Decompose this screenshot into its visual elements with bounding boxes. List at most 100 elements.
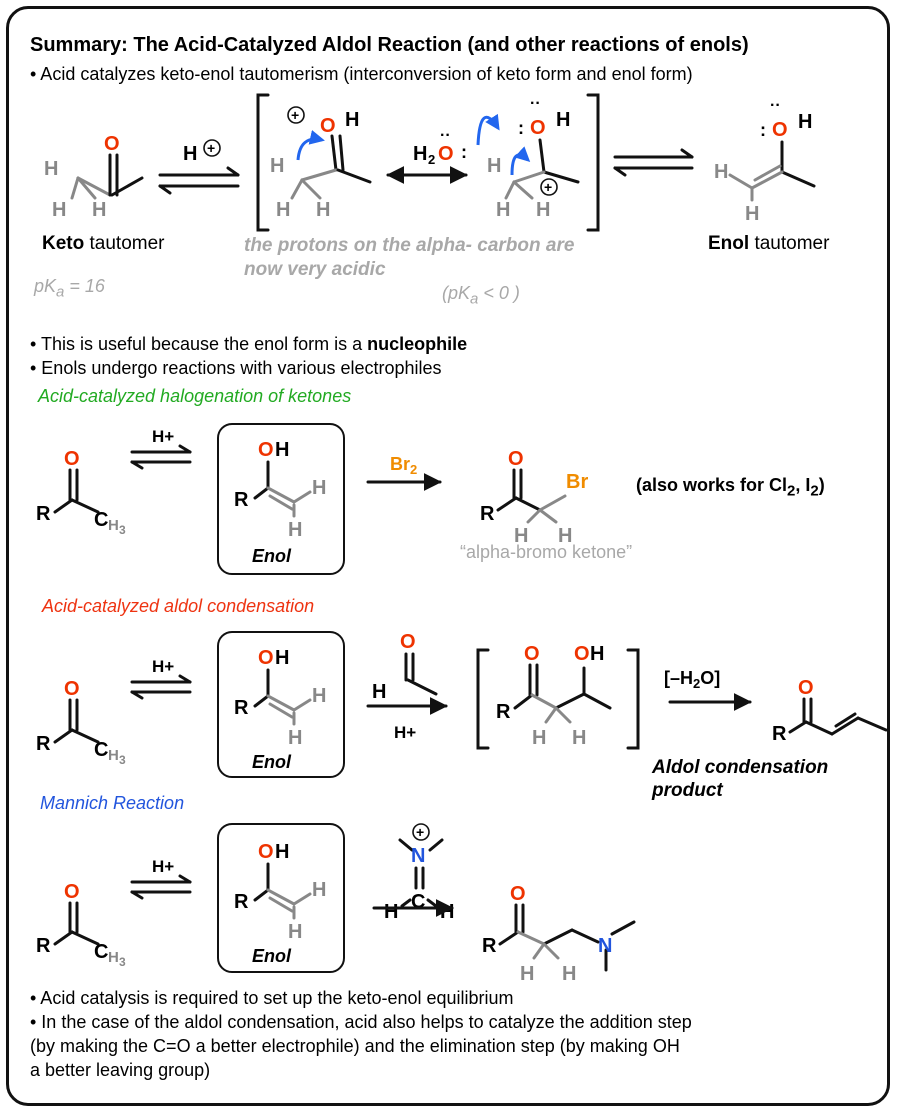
svg-text:O: O [258, 647, 274, 669]
svg-text:H: H [108, 949, 119, 966]
svg-text:H: H [276, 199, 290, 221]
h-plus-1: H+ [152, 427, 174, 446]
water-base: H 2 O ·· : [413, 113, 500, 167]
svg-text:O: O [530, 117, 546, 139]
svg-text:H: H [312, 685, 326, 707]
svg-text:O: O [64, 678, 80, 700]
equilibrium-arrow-5 [130, 874, 192, 900]
svg-text:H: H [345, 109, 359, 131]
svg-text:O: O [320, 115, 336, 137]
svg-text:H: H [92, 199, 106, 221]
bracket-left [256, 93, 270, 232]
svg-text:R: R [496, 701, 511, 723]
enol-label-3: Enol [252, 946, 292, 966]
enol-label-2: Enol [252, 752, 292, 772]
svg-text:H: H [288, 727, 302, 749]
svg-text:··: ·· [440, 127, 451, 144]
svg-text:H: H [312, 477, 326, 499]
svg-text::: : [461, 142, 467, 162]
svg-text:H: H [520, 963, 534, 985]
alpha-note-line2: now very acidic [244, 259, 386, 280]
svg-text:H: H [572, 727, 586, 749]
svg-text:H: H [590, 643, 604, 665]
minus-water: [–H2O] [664, 668, 720, 691]
mannich-product: O R N H H [482, 883, 636, 985]
svg-text:H: H [384, 901, 398, 923]
svg-text:O: O [524, 643, 540, 665]
svg-text:··: ·· [530, 95, 541, 112]
aldol-product-label1: Aldol condensation [652, 757, 829, 778]
svg-text:H: H [316, 199, 330, 221]
alpha-note-line1: the protons on the alpha- carbon are [244, 235, 575, 256]
bottom-bullet-4: a better leaving group) [30, 1060, 211, 1080]
svg-text:H: H [288, 921, 302, 943]
also-works-note: (also works for Cl2, I2) [636, 475, 825, 500]
svg-text:R: R [772, 723, 787, 745]
svg-text:N: N [598, 935, 612, 957]
enol-box-2 [217, 631, 345, 778]
svg-text:C: C [94, 509, 108, 531]
bullet-electrophiles: • Enols undergo reactions with various e… [30, 358, 442, 378]
svg-text:H: H [714, 161, 728, 183]
h-plus-reagent: H [183, 143, 197, 165]
aldol-condensation-product: O R [772, 677, 888, 745]
bottom-bullet-3: (by making the C=O a better electrophile… [30, 1036, 680, 1056]
bottom-bullet-1: • Acid catalysis is required to set up t… [30, 988, 514, 1008]
svg-text:H: H [487, 155, 501, 177]
svg-text:3: 3 [119, 753, 126, 767]
bracket-right [586, 93, 600, 232]
keto-tautomer-label: Keto tautomer [42, 233, 165, 254]
svg-text:H: H [440, 901, 454, 923]
svg-text:R: R [36, 935, 51, 957]
summary-frame [6, 6, 890, 1106]
h-plus-2: H+ [152, 657, 174, 676]
enol-tautomer-label: Enol tautomer [708, 233, 830, 254]
equilibrium-arrow-1 [158, 166, 240, 195]
svg-text:H: H [270, 155, 284, 177]
svg-text:H: H [275, 841, 289, 863]
svg-text:H: H [108, 747, 119, 764]
svg-text:+: + [207, 140, 215, 156]
equilibrium-arrow-4 [130, 674, 192, 700]
svg-text:O: O [574, 643, 590, 665]
bullet-tautomerism: • Acid catalyzes keto-enol tautomerism (… [30, 64, 693, 84]
svg-text::: : [518, 118, 524, 138]
svg-text:C: C [411, 891, 425, 913]
section-aldol: Acid-catalyzed aldol condensation [42, 596, 315, 616]
svg-text:H: H [275, 647, 289, 669]
svg-text:O: O [64, 881, 80, 903]
svg-text:N: N [411, 845, 425, 867]
svg-text:H: H [44, 158, 58, 180]
enol-3: O H R H H [234, 841, 326, 943]
svg-text:+: + [544, 179, 552, 195]
svg-text:O: O [508, 448, 524, 470]
enol-tautomer: ·· : O H H H [714, 97, 816, 225]
svg-text:R: R [234, 697, 249, 719]
svg-text:O: O [400, 631, 416, 653]
svg-text:H: H [532, 727, 546, 749]
svg-text:O: O [798, 677, 814, 699]
ketone-3: O R C H 3 [36, 881, 126, 969]
svg-text:H: H [556, 109, 570, 131]
svg-text:3: 3 [119, 955, 126, 969]
svg-text:R: R [36, 733, 51, 755]
page-title: Summary: The Acid-Catalyzed Aldol Reacti… [30, 34, 749, 56]
svg-text:H: H [562, 963, 576, 985]
bottom-bullet-2: • In the case of the aldol condensation,… [30, 1012, 692, 1032]
svg-text:O: O [64, 448, 80, 470]
svg-text:H: H [275, 439, 289, 461]
svg-text:H: H [798, 111, 812, 133]
enol-1: O H R H H [234, 439, 326, 541]
alpha-bromo-ketone: O R Br H H [480, 448, 588, 547]
carbocation-form: ·· : O H H H H + [487, 95, 580, 221]
bullet-nucleophile: • This is useful because the enol form i… [30, 334, 468, 354]
svg-text:R: R [480, 503, 495, 525]
svg-text:O: O [438, 143, 454, 165]
svg-text:R: R [36, 503, 51, 525]
svg-text:H: H [558, 525, 572, 547]
enol-box-3 [217, 823, 345, 973]
svg-text:O: O [510, 883, 526, 905]
svg-text:O: O [258, 841, 274, 863]
alpha-pka: (pKa < 0 ) [442, 283, 520, 308]
